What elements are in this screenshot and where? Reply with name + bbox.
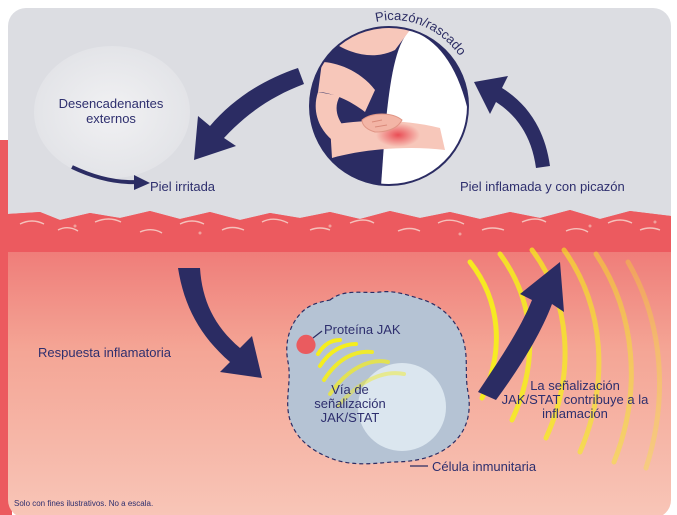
label-signaling-contributes: La señalización JAK/STAT contribuye a la… [500,379,650,421]
label-jak-protein: Proteína JAK [324,322,401,337]
label-signaling-pathway: Vía de señalización JAK/STAT [300,383,400,425]
epidermis-band [8,210,671,252]
label-inflamed-itchy-skin: Piel inflamada y con picazón [460,179,625,194]
label-irritated-skin: Piel irritada [150,179,215,194]
label-immune-cell: Célula inmunitaria [432,459,536,474]
disclaimer: Solo con fines ilustrativos. No a escala… [14,499,153,508]
label-external-triggers: Desencadenantes externos [36,96,186,126]
label-inflammatory-response: Respuesta inflamatoria [38,345,171,360]
